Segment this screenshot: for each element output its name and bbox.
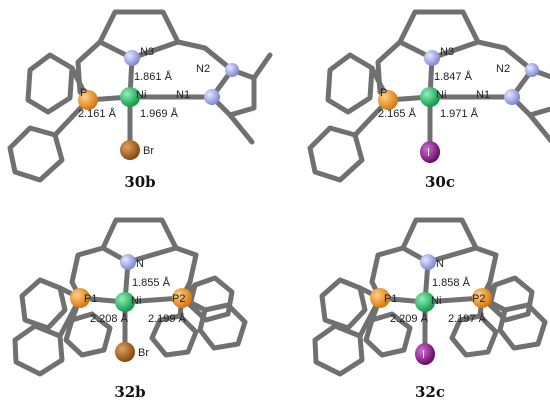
iodine-atom bbox=[415, 343, 435, 365]
panel-30b: N3 N2 N1 P Ni Br 1.861 Å 2.161 Å 1.969 Å… bbox=[7, 9, 273, 191]
panel-32b: N P1 Ni P2 Br 1.855 Å 2.208 Å 2.199 Å 32… bbox=[12, 217, 248, 401]
distance-ni-n-top: 1.855 Å bbox=[132, 276, 171, 289]
phosphorus-atom bbox=[78, 90, 98, 110]
atom-label-top-n: N3 bbox=[440, 46, 454, 58]
nitrogen-atom bbox=[225, 63, 239, 77]
distance-ni-n-top: 1.858 Å bbox=[432, 276, 471, 289]
atom-label-right: P2 bbox=[472, 293, 485, 305]
panel-30c: N3 N2 N1 P Ni I 1.847 Å 2.165 Å 1.971 Å … bbox=[307, 9, 550, 191]
phosphorus-atom bbox=[378, 90, 398, 110]
distance-ni-right: 2.199 Å bbox=[148, 312, 187, 325]
distance-ni-right: 1.971 Å bbox=[440, 107, 479, 120]
nitrogen-atom bbox=[124, 50, 140, 66]
atom-label-left: P1 bbox=[84, 293, 97, 305]
nickel-atom bbox=[420, 87, 440, 107]
distance-ni-left: 2.209 Å bbox=[390, 312, 429, 325]
bromine-atom bbox=[115, 342, 135, 362]
nitrogen-atom bbox=[420, 254, 436, 270]
panel-caption: 30b bbox=[124, 173, 155, 191]
atom-label-left: P bbox=[80, 87, 87, 99]
atom-label-right-n: N1 bbox=[176, 89, 190, 101]
nickel-atom bbox=[120, 87, 140, 107]
panel-caption: 30c bbox=[425, 173, 455, 191]
bromine-atom bbox=[120, 140, 140, 160]
distance-ni-n-top: 1.847 Å bbox=[434, 70, 473, 83]
nitrogen-atom bbox=[204, 89, 220, 105]
panel-caption: 32b bbox=[114, 383, 145, 401]
nitrogen-atom bbox=[504, 89, 520, 105]
atom-label-center: Ni bbox=[431, 295, 441, 307]
nickel-atom bbox=[115, 292, 135, 312]
atom-label-halide: Br bbox=[138, 347, 149, 359]
atom-label-center: Ni bbox=[436, 89, 446, 101]
atom-label-right-n: N1 bbox=[476, 89, 490, 101]
nitrogen-atom bbox=[525, 63, 539, 77]
distance-ni-left: 2.161 Å bbox=[78, 107, 117, 120]
atom-label-halide: I bbox=[422, 349, 425, 361]
atom-label-top-n: N3 bbox=[140, 46, 154, 58]
atom-label-top-n: N bbox=[436, 258, 444, 270]
distance-ni-left: 2.165 Å bbox=[378, 107, 417, 120]
phosphorus-atom bbox=[172, 288, 192, 308]
distance-ni-right: 1.969 Å bbox=[140, 107, 179, 120]
nitrogen-atom bbox=[424, 50, 440, 66]
panel-32c: N P1 Ni P2 I 1.858 Å 2.209 Å 2.197 Å 32c bbox=[312, 217, 548, 401]
panel-caption: 32c bbox=[415, 383, 445, 401]
atom-label-halide: Br bbox=[143, 145, 154, 157]
atom-label-right: P2 bbox=[172, 293, 185, 305]
atom-label-left: P1 bbox=[384, 293, 397, 305]
phosphorus-atom bbox=[370, 288, 390, 308]
distance-ni-right: 2.197 Å bbox=[448, 312, 487, 325]
atom-label-top-n: N bbox=[136, 258, 144, 270]
phosphorus-atom bbox=[472, 288, 492, 308]
iodine-atom bbox=[420, 141, 440, 163]
nickel-atom bbox=[415, 292, 435, 312]
distance-ni-n-top: 1.861 Å bbox=[134, 70, 173, 83]
atom-label-left: P bbox=[380, 87, 387, 99]
atom-label-halide: I bbox=[427, 147, 430, 159]
distance-ni-left: 2.208 Å bbox=[90, 312, 129, 325]
bond-framework bbox=[312, 217, 548, 377]
nitrogen-atom bbox=[120, 254, 136, 270]
atom-label-right-n-top: N2 bbox=[196, 63, 210, 75]
atom-label-center: Ni bbox=[136, 89, 146, 101]
atom-label-center: Ni bbox=[131, 295, 141, 307]
atom-label-right-n-top: N2 bbox=[496, 63, 510, 75]
phosphorus-atom bbox=[70, 288, 90, 308]
